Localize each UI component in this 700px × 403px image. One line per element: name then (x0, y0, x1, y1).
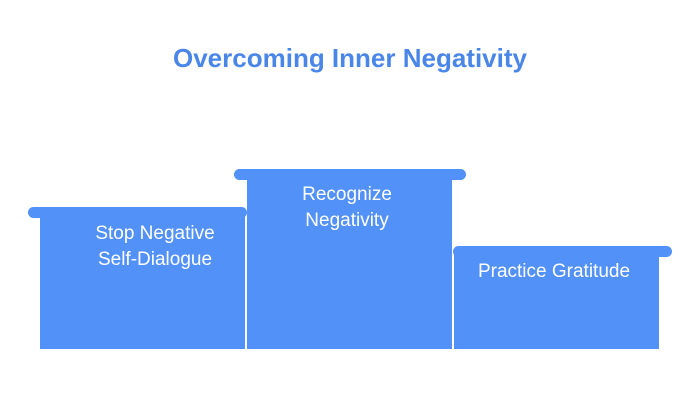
center-step-label: Recognize Negativity (247, 182, 447, 234)
right-step-cap (453, 246, 672, 257)
left-step-label-line1: Stop Negative (95, 223, 215, 244)
right-step-label-line1: Practice Gratitude (477, 261, 631, 282)
left-step-label-line2: Self-Dialogue (97, 249, 213, 270)
right-step-label: Practice Gratitude (454, 259, 654, 285)
left-step-label: Stop Negative Self-Dialogue (40, 221, 270, 273)
right-step-block (454, 252, 659, 349)
center-step-block (247, 175, 452, 349)
center-step-label-line2: Negativity (305, 210, 389, 231)
center-step-label-line1: Recognize (302, 184, 392, 205)
left-step-cap (28, 207, 247, 218)
left-step-block (40, 213, 245, 349)
center-step-cap (234, 169, 466, 180)
diagram-title: Overcoming Inner Negativity (173, 43, 527, 73)
